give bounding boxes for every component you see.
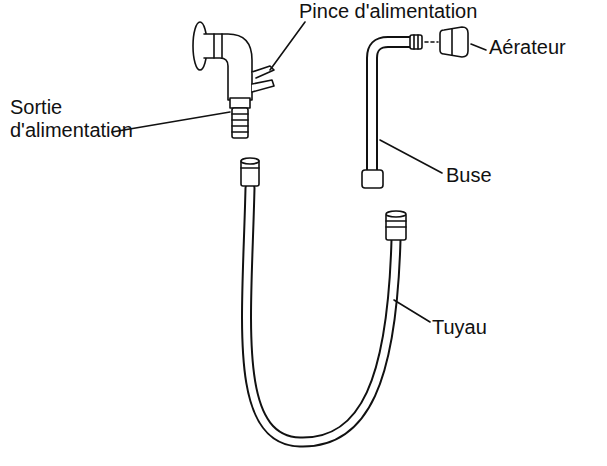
leader-line [471,44,486,50]
hose-right-opening [386,211,406,217]
hose-body [247,188,396,442]
tap-outlet [232,108,248,138]
hose-outline [247,188,396,442]
hose-left-opening [241,158,259,164]
nozzle-base [362,170,383,188]
leader-line [270,22,305,70]
tap-nut [230,98,250,108]
assembly-line [425,41,438,43]
part-label: Aérateur [489,36,566,59]
outlet-ridges [232,114,248,132]
part-label: Sortie d'alimentation [10,96,160,142]
hose-right-fitting [386,214,406,240]
leader-line [394,300,430,322]
tap-ring [214,34,222,58]
tap-body [204,34,252,100]
part-label: Buse [446,164,492,187]
nozzle-outline [372,42,412,172]
leader-line [380,140,442,173]
fitting-threads [386,221,406,227]
nozzle-body [372,42,412,172]
aerator [440,27,468,57]
part-label: Tuyau [432,316,487,339]
nozzle-tip [410,35,422,49]
part-label: Pince d'alimentation [299,0,477,23]
aerator-ring [451,29,453,55]
nut-line [241,167,259,169]
tip-threads [414,35,418,49]
